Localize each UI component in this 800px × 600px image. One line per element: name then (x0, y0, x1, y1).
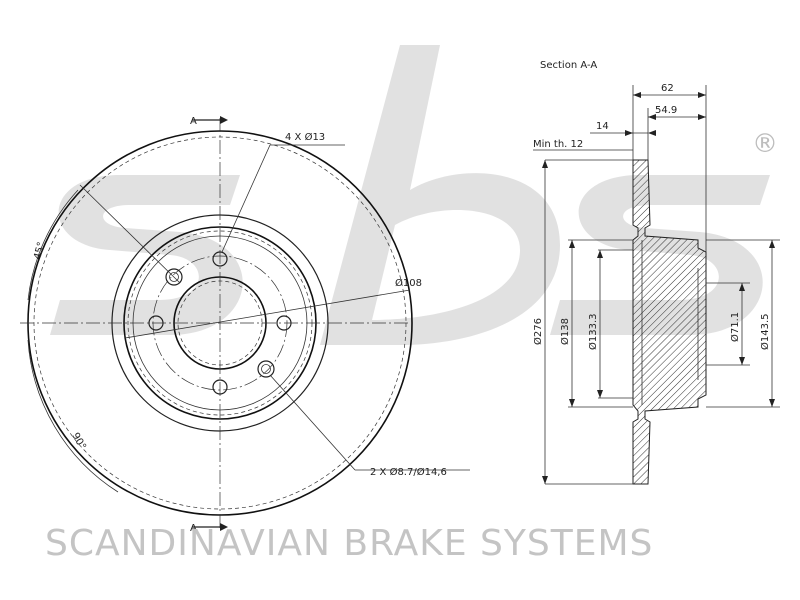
dia-143-5-label: Ø143.5 (759, 314, 771, 351)
front-view: A A 45° 90° 4 X Ø13 Ø108 2 X Ø8.7/Ø14,6 (20, 116, 470, 534)
registered-mark: ® (752, 129, 778, 159)
angle-45-arc (27, 189, 79, 301)
locating-hole-lower (257, 360, 275, 378)
section-marker-top: A (190, 116, 197, 127)
section-view: Section A-A Ø276 Ø138 Ø133.3 Ø71.1 Ø143.… (532, 60, 780, 485)
angle-45-label: 45° (32, 241, 47, 261)
dim-14-label: 14 (596, 121, 609, 132)
angle-90-arc (27, 339, 119, 493)
min-thickness-label: Min th. 12 (533, 139, 583, 150)
dia-133-3-label: Ø133.3 (587, 314, 599, 351)
sbs-watermark-logo (50, 45, 770, 345)
locating-hole-upper (165, 268, 183, 286)
dim-54-9-label: 54.9 (655, 105, 677, 116)
pcd-label: Ø108 (395, 277, 422, 289)
pcd-leader (124, 289, 411, 339)
disc-section-profile (632, 159, 707, 485)
diagonal-45-line (79, 184, 181, 284)
locating-holes-label: 2 X Ø8.7/Ø14,6 (370, 466, 447, 478)
dia-138-label: Ø138 (559, 318, 571, 345)
angle-90-label: 90° (69, 431, 87, 452)
dia-71-1-label: Ø71.1 (729, 312, 741, 342)
section-title: Section A-A (540, 60, 597, 71)
bolt-holes-label: 4 X Ø13 (285, 131, 325, 143)
dia-276-label: Ø276 (532, 318, 544, 345)
section-marker-bottom: A (190, 523, 197, 534)
brand-tagline: SCANDINAVIAN BRAKE SYSTEMS (45, 523, 653, 564)
dim-62-label: 62 (661, 83, 674, 94)
